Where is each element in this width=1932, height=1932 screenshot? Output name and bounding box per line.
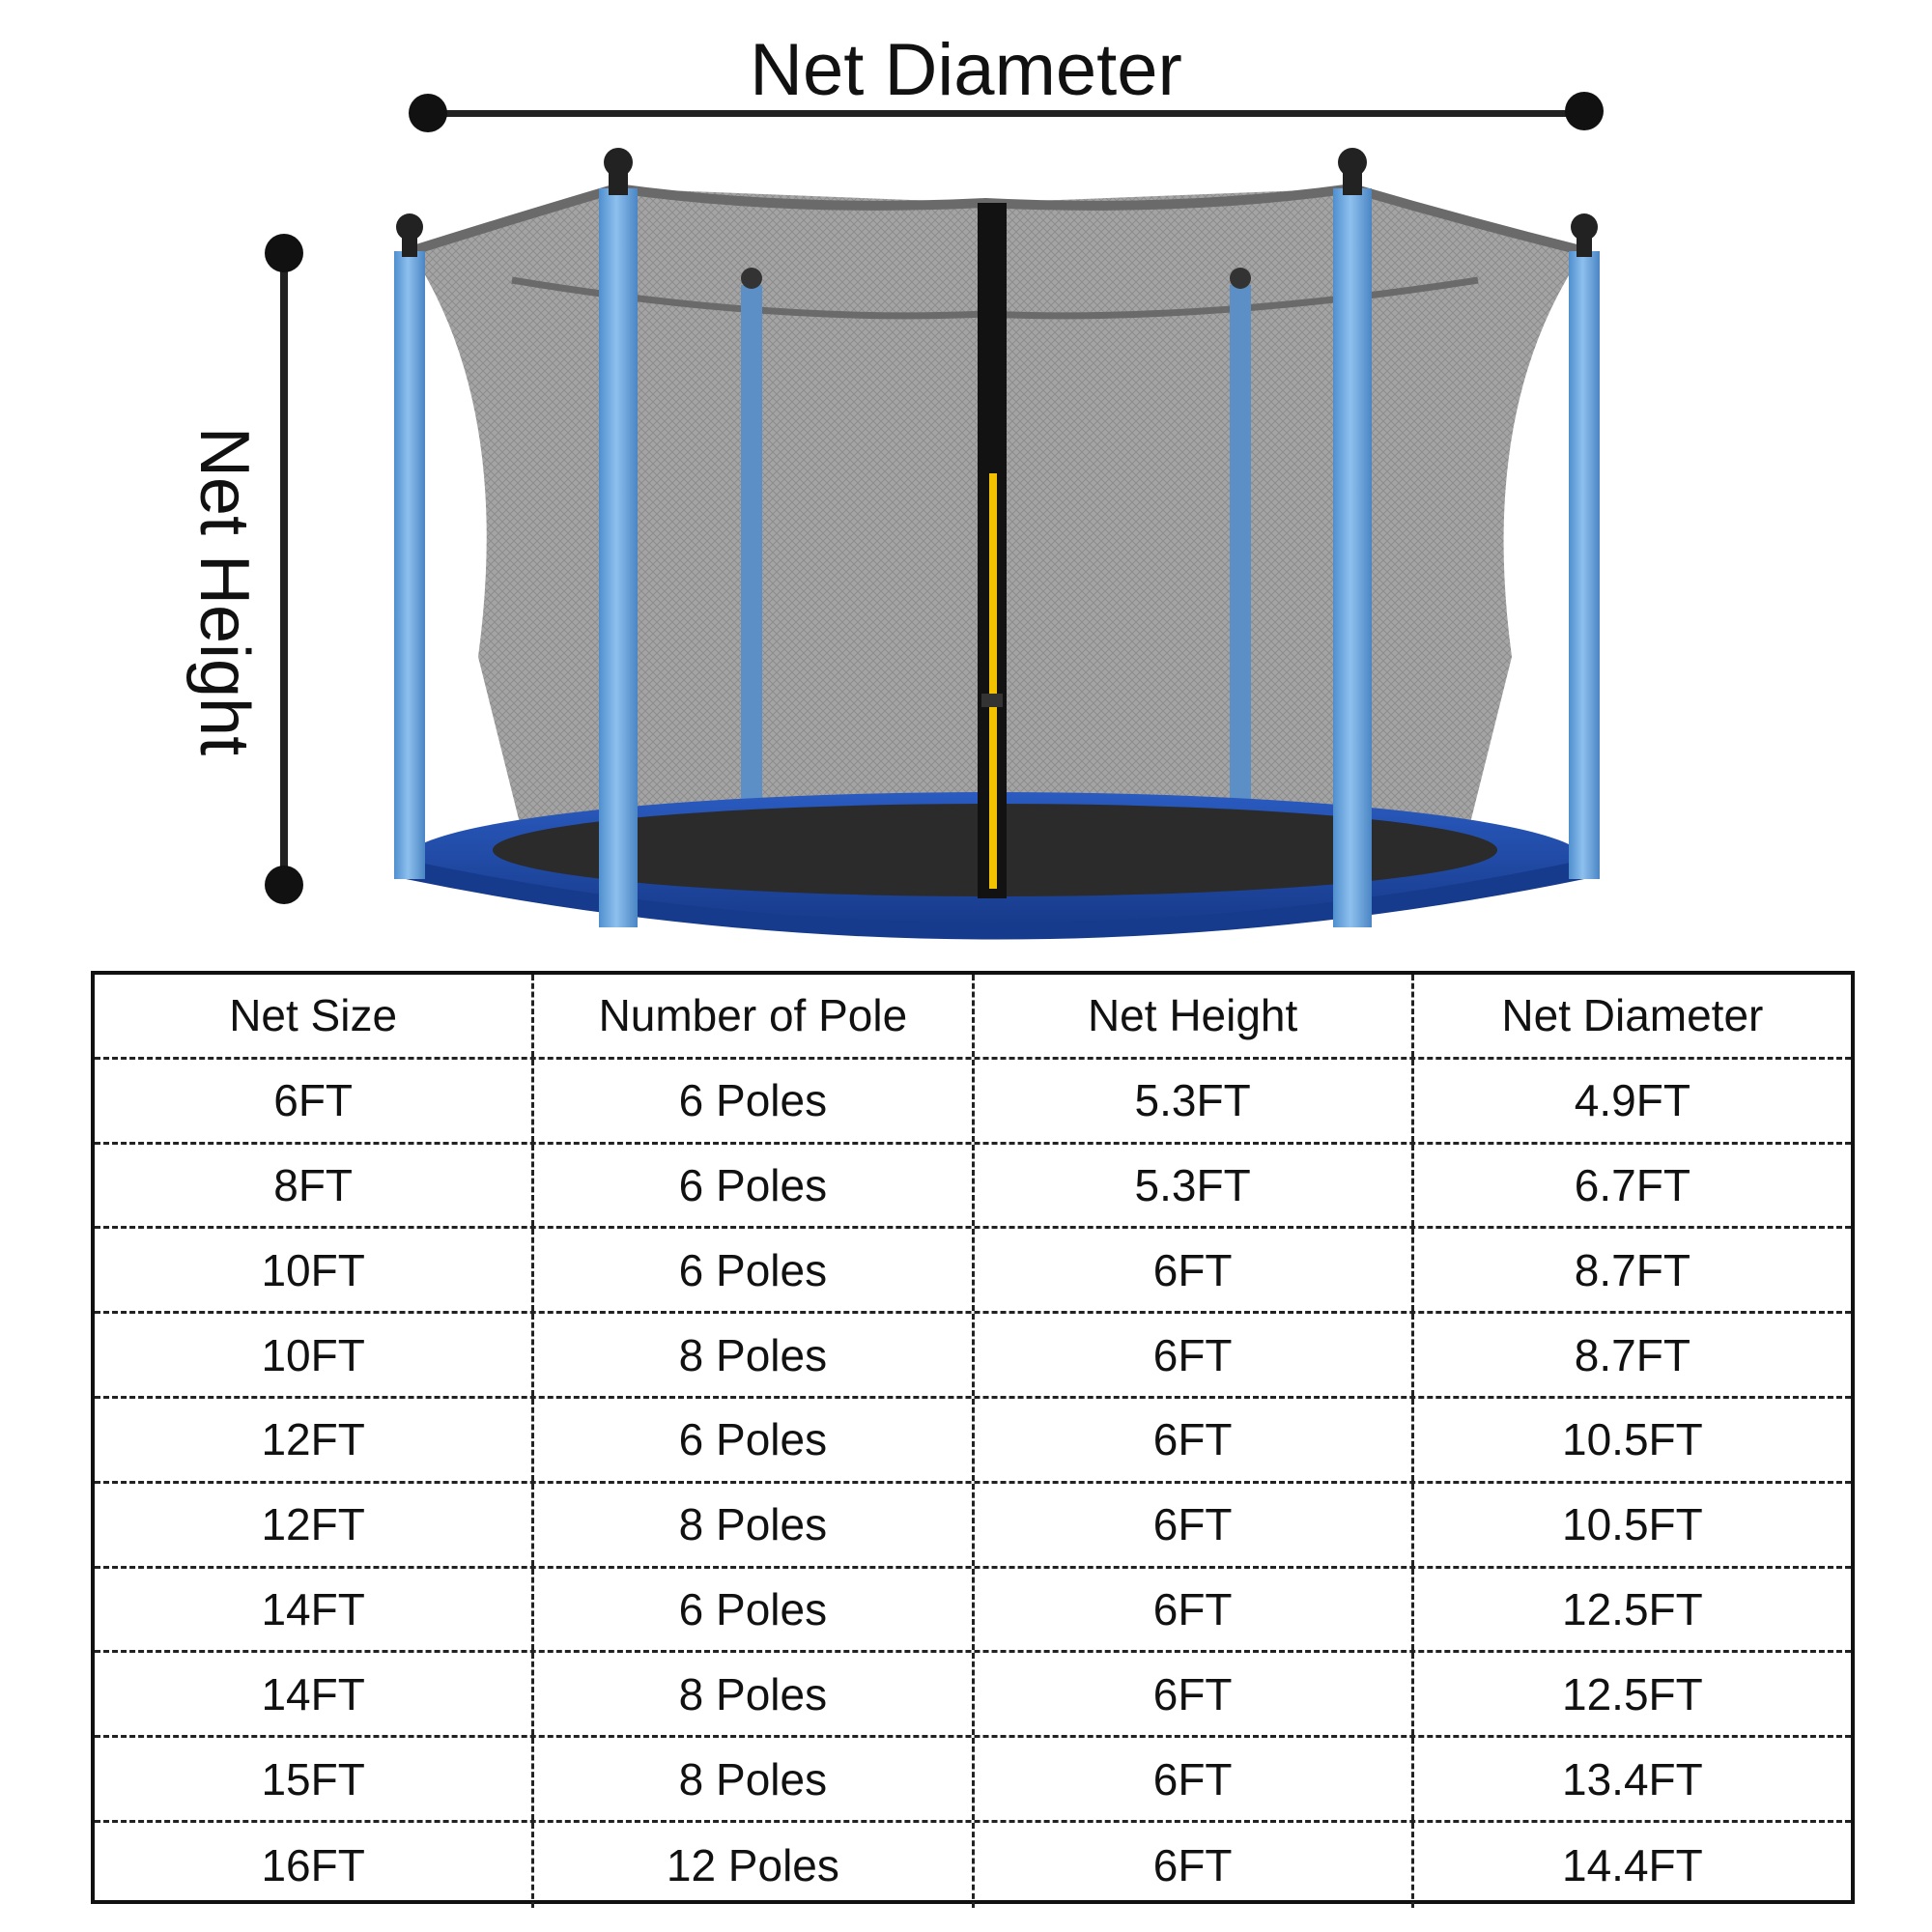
- cell-net-diameter: 8.7FT: [1574, 1244, 1690, 1295]
- cell-net-height: 6FT: [975, 1483, 1414, 1566]
- table-row: 10FT 6 Poles 6FT 8.7FT: [95, 1229, 1851, 1315]
- cell-net-height: 6FT: [975, 1398, 1414, 1481]
- cell-net-diameter: 8.7FT: [1574, 1329, 1690, 1380]
- cell-number-of-pole: 8 Poles: [534, 1314, 975, 1396]
- cell-net-size: 16FT: [95, 1822, 535, 1908]
- net-height-label-text: Net Height: [185, 426, 263, 756]
- cell-net-height: 6FT: [975, 1229, 1414, 1312]
- table-row: 12FT 6 Poles 6FT 10.5FT: [95, 1398, 1851, 1484]
- cell-net-size: 10FT: [95, 1314, 535, 1396]
- cell-net-height: 6FT: [975, 1568, 1414, 1651]
- cell-net-size: 15FT: [95, 1738, 535, 1820]
- cell-net-size: 6FT: [95, 1059, 535, 1142]
- cell-number-of-pole: 8 Poles: [534, 1483, 975, 1566]
- cell-net-diameter: 14.4FT: [1562, 1839, 1703, 1890]
- cell-number-of-pole: 6 Poles: [534, 1144, 975, 1227]
- header-net-diameter: Net Diameter: [1501, 990, 1764, 1041]
- cell-number-of-pole: 8 Poles: [534, 1653, 975, 1736]
- table-row: 6FT 6 Poles 5.3FT 4.9FT: [95, 1059, 1851, 1145]
- cell-number-of-pole: 8 Poles: [534, 1738, 975, 1820]
- net-diameter-right-endpoint: [1565, 92, 1604, 130]
- back-poles: [741, 268, 1251, 826]
- cell-net-height: 6FT: [975, 1314, 1414, 1396]
- cell-net-height: 6FT: [975, 1822, 1414, 1908]
- cell-net-height: 6FT: [975, 1653, 1414, 1736]
- cell-net-size: 14FT: [95, 1568, 535, 1651]
- zipper-entrance: [978, 203, 1007, 898]
- net-diameter-left-endpoint: [409, 94, 447, 132]
- cell-net-diameter: 10.5FT: [1562, 1499, 1703, 1550]
- table-row: 10FT 8 Poles 6FT 8.7FT: [95, 1314, 1851, 1399]
- cell-net-size: 14FT: [95, 1653, 535, 1736]
- table-header-row: Net Size Number of Pole Net Height Net D…: [95, 975, 1851, 1060]
- cell-number-of-pole: 6 Poles: [534, 1229, 975, 1312]
- table-row: 14FT 6 Poles 6FT 12.5FT: [95, 1568, 1851, 1654]
- net-height-top-endpoint: [265, 234, 303, 272]
- trampoline-enclosure-illustration: [367, 116, 1623, 947]
- net-diameter-dimension-line: [425, 110, 1584, 117]
- cell-number-of-pole: 12 Poles: [534, 1822, 975, 1908]
- table-row: 12FT 8 Poles 6FT 10.5FT: [95, 1483, 1851, 1569]
- header-net-height: Net Height: [975, 975, 1414, 1057]
- header-number-of-pole: Number of Pole: [534, 975, 975, 1057]
- cell-net-height: 6FT: [975, 1738, 1414, 1820]
- cell-net-diameter: 13.4FT: [1562, 1753, 1703, 1804]
- cell-net-diameter: 4.9FT: [1574, 1075, 1690, 1126]
- cell-net-diameter: 10.5FT: [1562, 1414, 1703, 1465]
- cell-number-of-pole: 6 Poles: [534, 1398, 975, 1481]
- front-poles: [394, 148, 1600, 927]
- net-diameter-label: Net Diameter: [750, 29, 1182, 111]
- net-size-spec-table: Net Size Number of Pole Net Height Net D…: [91, 971, 1855, 1908]
- net-height-dimension-line: [280, 253, 288, 886]
- table-row: 15FT 8 Poles 6FT 13.4FT: [95, 1738, 1851, 1823]
- header-net-size: Net Size: [95, 975, 535, 1057]
- cell-net-diameter: 6.7FT: [1574, 1159, 1690, 1210]
- cell-net-height: 5.3FT: [975, 1059, 1414, 1142]
- table-row: 8FT 6 Poles 5.3FT 6.7FT: [95, 1144, 1851, 1230]
- net-height-bottom-endpoint: [265, 866, 303, 904]
- cell-number-of-pole: 6 Poles: [534, 1059, 975, 1142]
- cell-net-size: 8FT: [95, 1144, 535, 1227]
- cell-number-of-pole: 6 Poles: [534, 1568, 975, 1651]
- cell-net-height: 5.3FT: [975, 1144, 1414, 1227]
- table-row: 16FT 12 Poles 6FT 14.4FT: [95, 1822, 1851, 1908]
- cell-net-diameter: 12.5FT: [1562, 1583, 1703, 1634]
- cell-net-diameter: 12.5FT: [1562, 1668, 1703, 1719]
- cell-net-size: 10FT: [95, 1229, 535, 1312]
- cell-net-size: 12FT: [95, 1483, 535, 1566]
- table-row: 14FT 8 Poles 6FT 12.5FT: [95, 1653, 1851, 1739]
- cell-net-size: 12FT: [95, 1398, 535, 1481]
